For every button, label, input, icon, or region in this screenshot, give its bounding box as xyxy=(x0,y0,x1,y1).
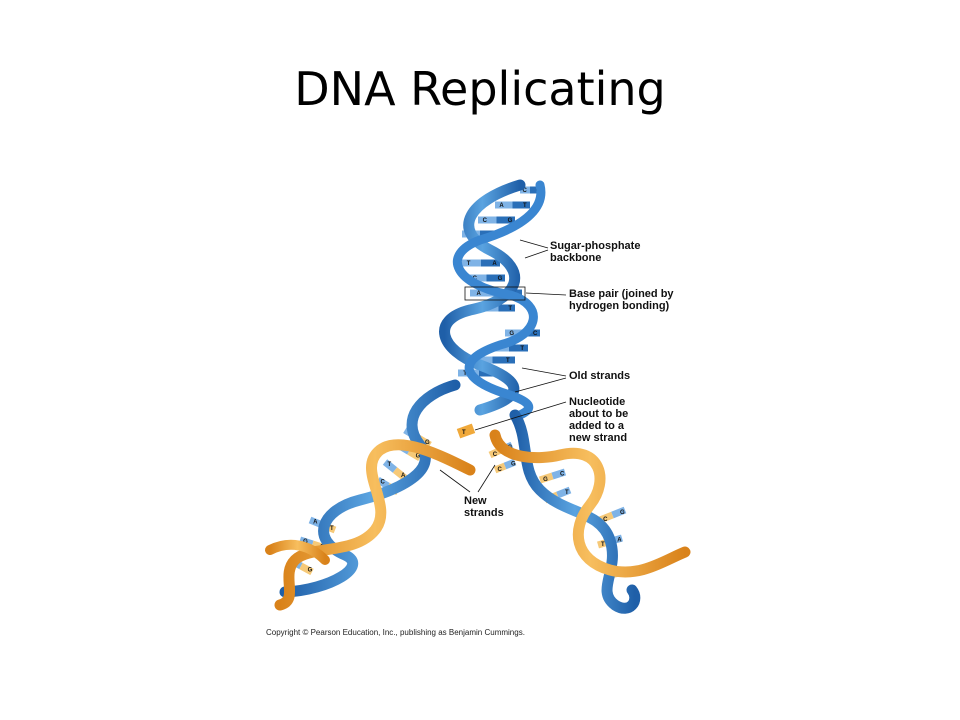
base-letter: A xyxy=(617,537,622,543)
base-letter: A xyxy=(477,291,482,297)
base-pair-highlight-box xyxy=(464,286,526,301)
slide-title: DNA Replicating xyxy=(294,62,666,116)
base-letter: C xyxy=(483,218,488,224)
base-letter: T xyxy=(523,203,527,209)
base-letter: G xyxy=(425,440,430,446)
base-letter: A xyxy=(313,519,318,525)
base-letter: G xyxy=(620,510,625,516)
base-letter: C xyxy=(498,467,503,473)
base-letter: C xyxy=(560,472,565,478)
base-letter: T xyxy=(388,462,392,468)
base-pair-right: GC xyxy=(538,468,567,484)
base-letter: T xyxy=(601,542,605,548)
leader-lines xyxy=(439,239,567,493)
old-strand-right xyxy=(509,409,641,614)
base-letter: C xyxy=(603,517,608,523)
base-pair-right: CG xyxy=(493,458,517,474)
base-letter: A xyxy=(401,473,406,479)
base-letter: G xyxy=(543,477,548,483)
old-strand-left xyxy=(279,379,461,598)
base-letter: A xyxy=(499,203,504,209)
base-letter: G xyxy=(508,218,513,224)
daughter-helix-right xyxy=(489,409,691,614)
base-letter: C xyxy=(381,480,386,486)
base-letter: C xyxy=(523,188,528,194)
base-letter: G xyxy=(511,462,516,468)
base-letter: G xyxy=(303,539,308,545)
base-letter: C xyxy=(533,331,538,337)
base-letter: G xyxy=(509,331,514,337)
base-letter: T xyxy=(330,526,334,532)
old-strand-backbone-a xyxy=(439,179,526,416)
base-letter: T xyxy=(467,261,471,267)
new-strand-left-end xyxy=(265,539,330,565)
base-letter: T xyxy=(463,371,467,377)
base-letter: A xyxy=(492,261,497,267)
base-letter: T xyxy=(520,346,524,352)
base-letter: T xyxy=(565,490,569,496)
svg-text:T: T xyxy=(462,430,466,436)
label-old-strands: Old strands xyxy=(569,370,631,382)
daughter-helix-left xyxy=(265,379,476,611)
base-letter: G xyxy=(308,568,313,574)
old-helix-top xyxy=(439,179,546,420)
new-strand-left xyxy=(274,439,476,611)
base-letter: G xyxy=(416,453,421,459)
base-letter: G xyxy=(498,276,503,282)
copyright-text: Copyright © Pearson Education, Inc., pub… xyxy=(266,628,525,637)
old-strand-backbone-b xyxy=(453,180,546,420)
base-pair-left: TA xyxy=(382,459,408,481)
free-nucleotide: T xyxy=(456,423,476,439)
new-strand-right xyxy=(489,429,691,578)
base-letter: T xyxy=(508,306,512,312)
base-letter: T xyxy=(506,358,510,364)
base-letter: C xyxy=(493,452,498,458)
